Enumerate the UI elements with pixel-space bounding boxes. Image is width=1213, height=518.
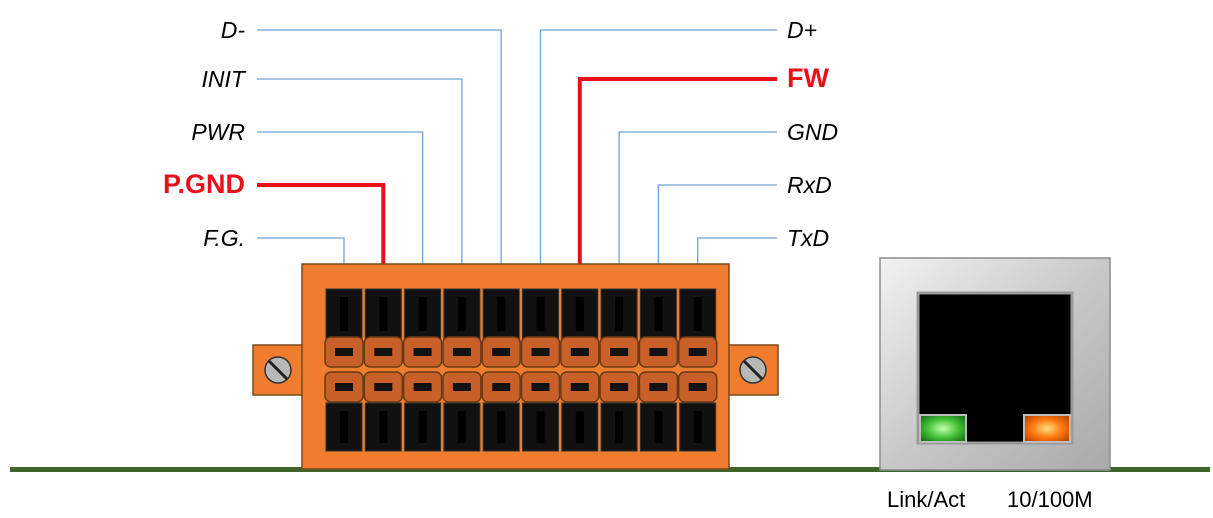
leader-line-pwr — [257, 131, 424, 292]
pin-label-p-gnd: P.GND — [163, 169, 245, 199]
terminal-pin — [520, 288, 561, 452]
pin-label-d: D- — [221, 17, 246, 43]
terminal-pin — [402, 288, 443, 452]
left-screw-icon — [264, 356, 292, 384]
leader-line-init — [257, 78, 463, 292]
pin-label-gnd: GND — [787, 119, 838, 145]
terminal-pin — [599, 288, 639, 452]
speed-label: 10/100M — [1007, 487, 1093, 512]
pin-label-init: INIT — [202, 66, 247, 92]
pin-labels: D- INIT PWR P.GND F.G. D+ FW GND RxD TxD — [163, 17, 838, 251]
terminal-pin — [677, 288, 718, 452]
pin-label-fw: FW — [787, 63, 829, 93]
pin-label-d: D+ — [787, 17, 817, 43]
pin-label-txd: TxD — [787, 225, 829, 251]
leader-lines — [257, 29, 777, 292]
leader-line-d — [257, 29, 502, 292]
pin-label-rxd: RxD — [787, 172, 832, 198]
link-act-led-icon — [919, 414, 967, 443]
terminal-pin — [638, 288, 679, 452]
leader-line-gnd — [618, 131, 777, 292]
leader-line-d — [539, 29, 777, 292]
rj45-port — [879, 257, 1111, 471]
pin-label-pwr: PWR — [191, 119, 245, 145]
terminal-pin — [481, 288, 521, 452]
leader-line-fw — [577, 77, 777, 292]
link-act-label: Link/Act — [887, 487, 965, 512]
right-mounting-flange — [727, 344, 779, 396]
left-mounting-flange — [252, 344, 304, 396]
terminal-pin — [363, 288, 404, 452]
speed-led-icon — [1023, 414, 1071, 443]
terminal-pin — [324, 288, 364, 452]
right-screw-icon — [739, 356, 767, 384]
leader-line-p-gnd — [257, 183, 386, 292]
terminal-pin — [442, 288, 482, 452]
leader-line-rxd — [657, 184, 777, 292]
pin-label-f-g: F.G. — [203, 225, 245, 251]
terminal-pin — [560, 288, 600, 452]
terminal-pins — [324, 288, 718, 452]
